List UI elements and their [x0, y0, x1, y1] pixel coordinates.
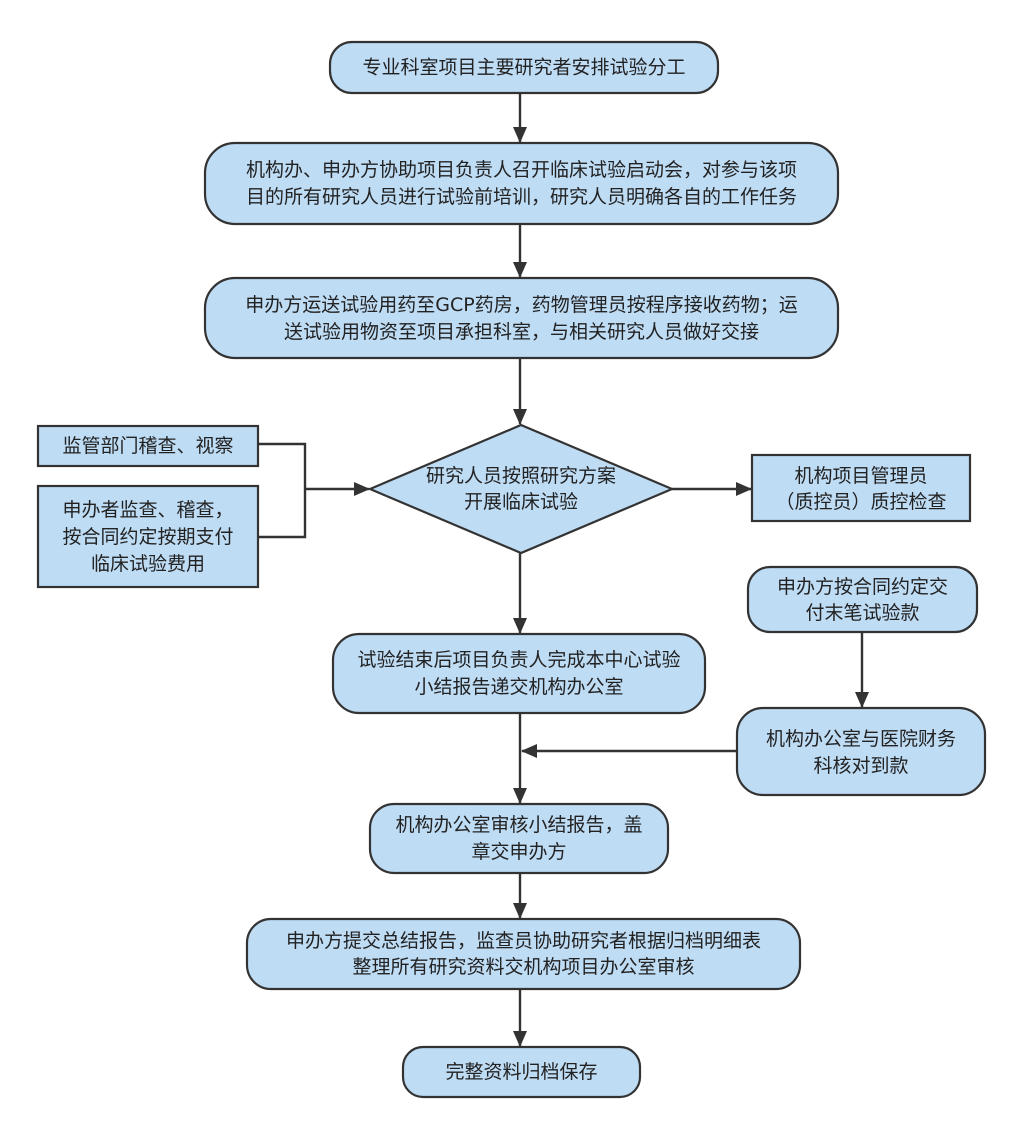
node-label: 付末笔试验款 — [805, 602, 919, 624]
left-inputs-bracket — [258, 442, 307, 539]
node-label: 机构办公室与医院财务 — [766, 728, 956, 750]
node-archive: 完整资料归档保存 — [401, 1045, 642, 1099]
node-box — [36, 424, 260, 468]
node-box — [36, 484, 260, 589]
node-label: 专业科室项目主要研究者安排试验分工 — [362, 57, 685, 79]
node-box — [368, 802, 670, 875]
node-box — [746, 565, 979, 634]
node-label: 开展临床试验 — [464, 491, 578, 513]
node-label: 小结报告递交机构办公室 — [414, 676, 623, 698]
node-label: 机构办、申办方协助项目负责人召开临床试验启动会，对参与该项 — [246, 159, 797, 181]
node-summary-report: 试验结束后项目负责人完成本中心试验 小结报告递交机构办公室 — [331, 632, 707, 715]
node-drug-delivery: 申办方运送试验用药至GCP药房，药物管理员按程序接收药物；运 送试验用物资至项目… — [203, 276, 840, 360]
node-label: 整理所有研究资料交机构项目办公室审核 — [352, 956, 694, 978]
node-label: 申办者监查、稽查， — [62, 499, 233, 521]
node-label: 机构项目管理员 — [794, 465, 927, 487]
node-label: 送试验用物资至项目承担科室，与相关研究人员做好交接 — [284, 321, 759, 343]
node-label: 完整资料归档保存 — [445, 1061, 597, 1083]
node-quality-control: 机构项目管理员 （质控员）质控检查 — [750, 453, 972, 523]
node-label: 科核对到款 — [813, 755, 908, 777]
node-final-report: 申办方提交总结报告，监查员协助研究者根据归档明细表 整理所有研究资料交机构项目办… — [245, 917, 802, 991]
node-kickoff-meeting: 机构办、申办方协助项目负责人召开临床试验启动会，对参与该项 目的所有研究人员进行… — [203, 141, 840, 226]
node-box — [735, 706, 987, 797]
node-review-and-seal: 机构办公室审核小结报告，盖 章交申办方 — [368, 802, 670, 875]
node-label: 申办方运送试验用药至GCP药房，药物管理员按程序接收药物；运 — [245, 294, 797, 316]
node-label: 临床试验费用 — [91, 553, 205, 575]
node-box — [750, 453, 972, 523]
node-payment-reconciliation: 机构办公室与医院财务 科核对到款 — [735, 706, 987, 797]
node-label: 目的所有研究人员进行试验前培训，研究人员明确各自的工作任务 — [246, 186, 797, 208]
node-assign-division: 专业科室项目主要研究者安排试验分工 — [328, 40, 720, 95]
node-box — [203, 141, 840, 226]
node-box — [328, 40, 720, 95]
node-label: 申办方按合同约定交 — [777, 576, 948, 598]
node-box — [245, 917, 802, 991]
node-box — [203, 276, 840, 360]
node-label: 机构办公室审核小结报告，盖 — [395, 814, 642, 836]
node-conduct-trial-decision: 研究人员按照研究方案 开展临床试验 — [367, 423, 675, 555]
connectors — [258, 93, 869, 1047]
node-box — [331, 632, 707, 715]
node-label: 章交申办方 — [471, 841, 566, 863]
node-label: 按合同约定按期支付 — [62, 526, 233, 548]
node-box — [401, 1045, 642, 1099]
node-label: 试验结束后项目负责人完成本中心试验 — [357, 649, 680, 671]
node-regulatory-inspection: 监管部门稽查、视察 — [36, 424, 260, 468]
node-label: 监管部门稽查、视察 — [62, 435, 233, 457]
node-label: 研究人员按照研究方案 — [426, 465, 616, 487]
node-sponsor-monitoring: 申办者监查、稽查， 按合同约定按期支付 临床试验费用 — [36, 484, 260, 589]
node-final-payment: 申办方按合同约定交 付末笔试验款 — [746, 565, 979, 634]
node-label: 申办方提交总结报告，监查员协助研究者根据归档明细表 — [286, 930, 761, 952]
node-label: （质控员）质控检查 — [775, 491, 946, 513]
node-diamond — [367, 423, 675, 555]
